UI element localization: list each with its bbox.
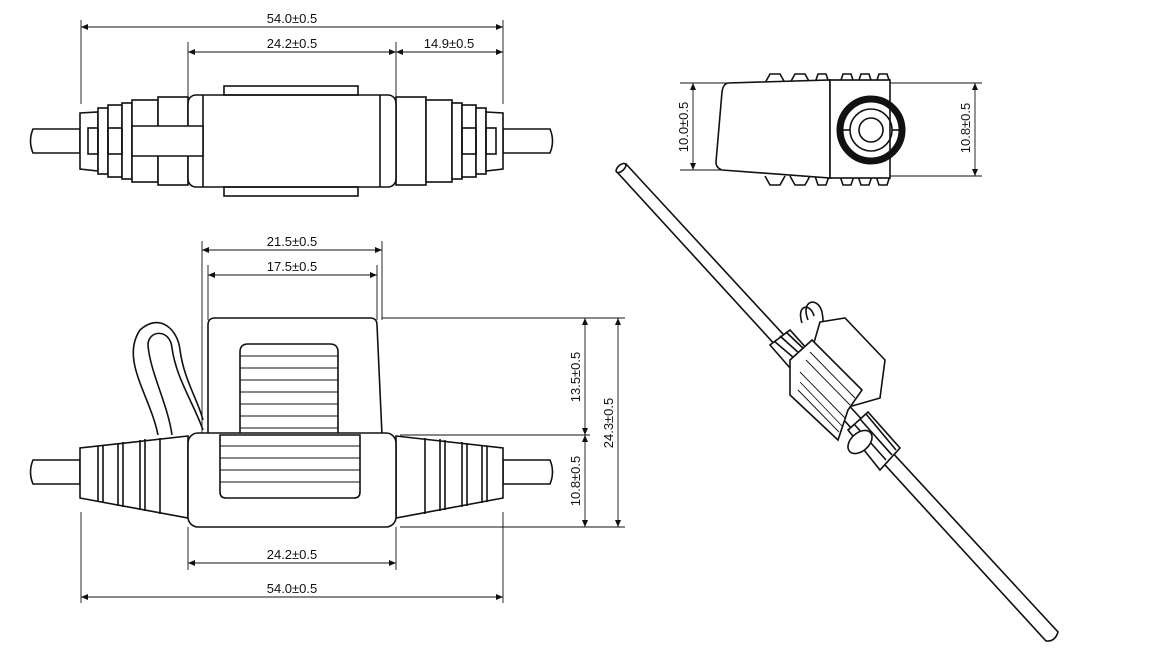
dim-cap-outer-width: 21.5±0.5 — [267, 234, 318, 249]
dim-end-height-right: 10.8±0.5 — [958, 103, 973, 154]
left-boot-side — [79, 435, 189, 519]
top-view: 54.0±0.5 24.2±0.5 14.9±0.5 — [29, 11, 554, 197]
fuse-body-top — [187, 94, 397, 188]
fuse-body-iso — [789, 338, 864, 442]
right-boot-iso — [846, 410, 902, 472]
wire-right-top — [502, 128, 554, 154]
dim-overall-length-top: 54.0±0.5 — [267, 11, 318, 26]
dim-total-height: 24.3±0.5 — [601, 398, 616, 449]
dim-boot-length-top: 14.9±0.5 — [424, 36, 475, 51]
dim-cap-inner-width: 17.5±0.5 — [267, 259, 318, 274]
end-cap-face — [715, 79, 831, 179]
dim-base-height: 10.8±0.5 — [568, 456, 583, 507]
dim-body-length-top: 24.2±0.5 — [267, 36, 318, 51]
end-view: 10.0±0.5 10.8±0.5 — [676, 73, 982, 186]
dim-body-length-side: 24.2±0.5 — [267, 547, 318, 562]
isometric-view — [615, 162, 1059, 642]
dim-end-height-left: 10.0±0.5 — [676, 102, 691, 153]
left-boot-top — [79, 111, 99, 172]
wire-right-side — [502, 459, 554, 485]
dim-overall-length-side: 54.0±0.5 — [267, 581, 318, 596]
side-view: 21.5±0.5 17.5±0.5 13.5±0.5 10.8±0.5 24.3… — [29, 234, 625, 603]
wire-loop — [132, 321, 204, 436]
wire-left-top — [29, 128, 81, 154]
dim-cap-height: 13.5±0.5 — [568, 352, 583, 403]
wire-left-side — [29, 459, 81, 485]
